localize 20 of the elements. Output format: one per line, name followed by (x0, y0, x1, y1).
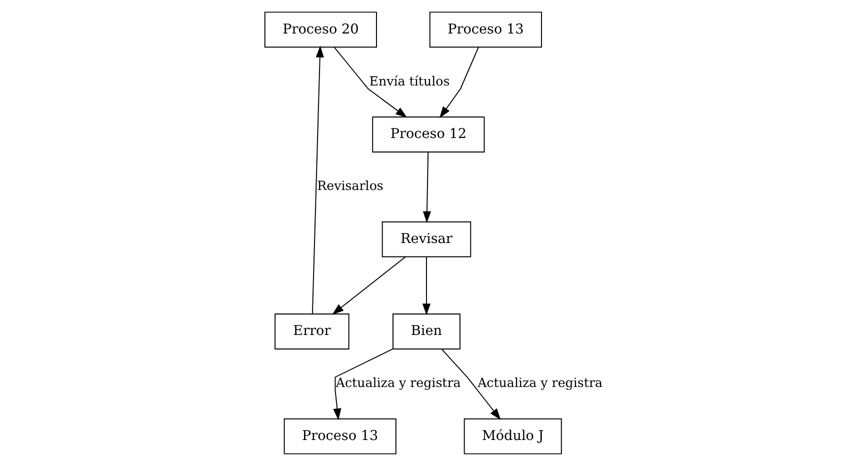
node-box: Proceso 12 (372, 116, 484, 152)
edge-label: Revisarlos (316, 178, 383, 194)
node-box: Bien (392, 314, 460, 350)
edge-label: Envía títulos (368, 73, 450, 88)
node-box: Error (274, 314, 349, 350)
arrow (332, 348, 393, 420)
node-box: Módulo J (463, 418, 562, 454)
arrow (332, 256, 406, 315)
edge-label: Actualiza y registra (335, 375, 460, 390)
arrow (438, 46, 478, 118)
arrow (333, 46, 407, 118)
node-box: Proceso 20 (264, 12, 376, 48)
arrow (422, 256, 430, 316)
arrow (440, 348, 500, 420)
node-box: Proceso 13 (283, 418, 396, 454)
node-box: Revisar (381, 221, 471, 258)
arrow (422, 152, 431, 223)
node-box: Proceso 13 (428, 12, 542, 48)
edge-label: Actualiza y registra (477, 375, 602, 390)
arrow (311, 46, 324, 315)
